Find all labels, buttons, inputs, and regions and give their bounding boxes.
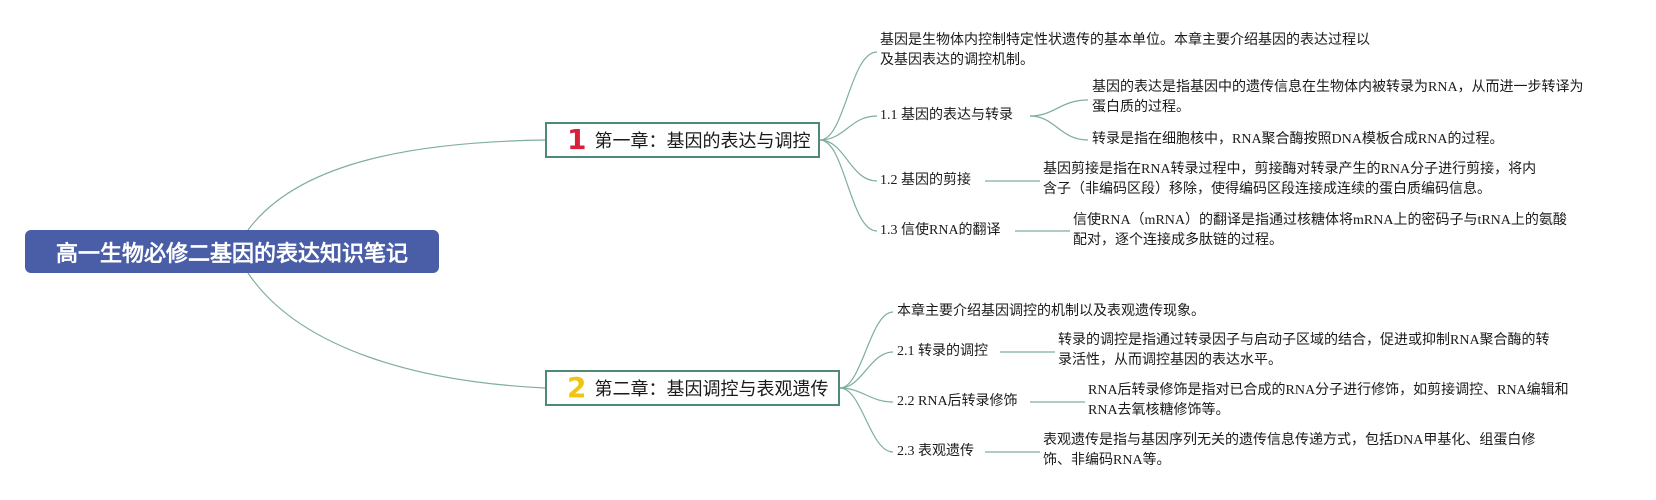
chapter-1-node[interactable]: 1 第一章：基因的表达与调控 (545, 122, 820, 158)
section-2-1-title: 2.1 转录的调控 (897, 344, 988, 359)
chapter-2-number-badge: 2 (567, 371, 587, 404)
detail-line: 录活性，从而调控基因的表达水平。 (1058, 353, 1282, 368)
detail-line: 信使RNA（mRNA）的翻译是指通过核糖体将mRNA上的密码子与tRNA上的氨酸 (1073, 213, 1567, 228)
link-ch1-s11 (819, 115, 878, 141)
detail-line: 转录的调控是指通过转录因子与启动子区域的结合，促进或抑制RNA聚合酶的转 (1058, 333, 1550, 348)
link-root-ch2 (247, 272, 546, 389)
detail-line: 基因剪接是指在RNA转录过程中，剪接酶对转录产生的RNA分子进行剪接，将内 (1043, 162, 1537, 177)
section-1-3-node[interactable]: 1.3 信使RNA的翻译 (880, 221, 1001, 241)
section-1-2-title: 1.2 基因的剪接 (880, 173, 971, 188)
link-ch1-s12 (819, 139, 878, 182)
detail-line: 配对，逐个连接成多肽链的过程。 (1073, 233, 1283, 248)
section-2-3-detail-1[interactable]: 表观遗传是指与基因序列无关的遗传信息传递方式，包括DNA甲基化、组蛋白修 饰、非… (1043, 431, 1535, 471)
chapter-1-title: 第一章：基因的表达与调控 (594, 131, 811, 152)
section-1-1-title: 1.1 基因的表达与转录 (880, 108, 1013, 123)
section-1-2-detail-1[interactable]: 基因剪接是指在RNA转录过程中，剪接酶对转录产生的RNA分子进行剪接，将内 含子… (1043, 160, 1536, 200)
section-2-2-node[interactable]: 2.2 RNA后转录修饰 (897, 392, 1018, 412)
link-ch2-s23 (839, 387, 894, 453)
link-ch1-intro (819, 51, 878, 141)
root-title: 高一生物必修二基因的表达知识笔记 (55, 241, 408, 267)
link-ch2-s22 (839, 387, 894, 403)
chapter-1-number-badge: 1 (567, 123, 587, 156)
section-2-3-node[interactable]: 2.3 表观遗传 (897, 442, 974, 462)
link-ch2-intro (839, 311, 894, 389)
detail-line: 表观遗传是指与基因序列无关的遗传信息传递方式，包括DNA甲基化、组蛋白修 (1043, 433, 1536, 448)
chapter-1-intro[interactable]: 基因是生物体内控制特定性状遗传的基本单位。本章主要介绍基因的表达过程以 及基因表… (880, 31, 1370, 71)
detail-line: 基因的表达是指基因中的遗传信息在生物体内被转录为RNA，从而进一步转译为 (1092, 80, 1584, 95)
link-root-ch1 (247, 139, 546, 231)
section-1-1-node[interactable]: 1.1 基因的表达与转录 (880, 106, 1013, 126)
detail-line: RNA去氧核糖修饰等。 (1088, 403, 1230, 418)
section-1-1-detail-1[interactable]: 基因的表达是指基因中的遗传信息在生物体内被转录为RNA，从而进一步转译为 蛋白质… (1092, 78, 1584, 118)
detail-line: 含子（非编码区段）移除，使得编码区段连接成连续的蛋白质编码信息。 (1043, 182, 1491, 197)
section-2-2-title: 2.2 RNA后转录修饰 (897, 394, 1018, 409)
section-1-3-detail-1[interactable]: 信使RNA（mRNA）的翻译是指通过核糖体将mRNA上的密码子与tRNA上的氨酸… (1073, 211, 1567, 251)
chapter-2-intro[interactable]: 本章主要介绍基因调控的机制以及表观遗传现象。 (897, 302, 1205, 322)
chapter-1-intro-line: 基因是生物体内控制特定性状遗传的基本单位。本章主要介绍基因的表达过程以 (880, 33, 1370, 48)
link-s11-d1 (1029, 99, 1089, 117)
chapter-2-intro-line: 本章主要介绍基因调控的机制以及表观遗传现象。 (897, 304, 1205, 319)
section-2-1-node[interactable]: 2.1 转录的调控 (897, 342, 988, 362)
detail-line: 饰、非编码RNA等。 (1043, 453, 1171, 468)
root-topic[interactable]: 高一生物必修二基因的表达知识笔记 (25, 230, 439, 273)
chapter-2-node[interactable]: 2 第二章：基因调控与表观遗传 (545, 370, 840, 406)
detail-line: 蛋白质的过程。 (1092, 100, 1190, 115)
section-2-3-title: 2.3 表观遗传 (897, 444, 974, 459)
section-1-2-node[interactable]: 1.2 基因的剪接 (880, 171, 971, 191)
section-2-1-detail-1[interactable]: 转录的调控是指通过转录因子与启动子区域的结合，促进或抑制RNA聚合酶的转 录活性… (1058, 331, 1550, 371)
section-1-1-detail-2[interactable]: 转录是指在细胞核中，RNA聚合酶按照DNA模板合成RNA的过程。 (1092, 130, 1503, 150)
chapter-1-intro-line: 及基因表达的调控机制。 (880, 53, 1034, 68)
section-1-3-title: 1.3 信使RNA的翻译 (880, 223, 1001, 238)
chapter-2-title: 第二章：基因调控与表观遗传 (594, 379, 829, 400)
section-2-2-detail-1[interactable]: RNA后转录修饰是指对已合成的RNA分子进行修饰，如剪接调控、RNA编辑和 RN… (1088, 381, 1569, 421)
link-ch2-s21 (839, 351, 894, 389)
detail-line: RNA后转录修饰是指对已合成的RNA分子进行修饰，如剪接调控、RNA编辑和 (1088, 383, 1569, 398)
link-ch1-s13 (819, 139, 878, 232)
link-s11-d2 (1029, 115, 1089, 141)
detail-line: 转录是指在细胞核中，RNA聚合酶按照DNA模板合成RNA的过程。 (1092, 132, 1504, 147)
